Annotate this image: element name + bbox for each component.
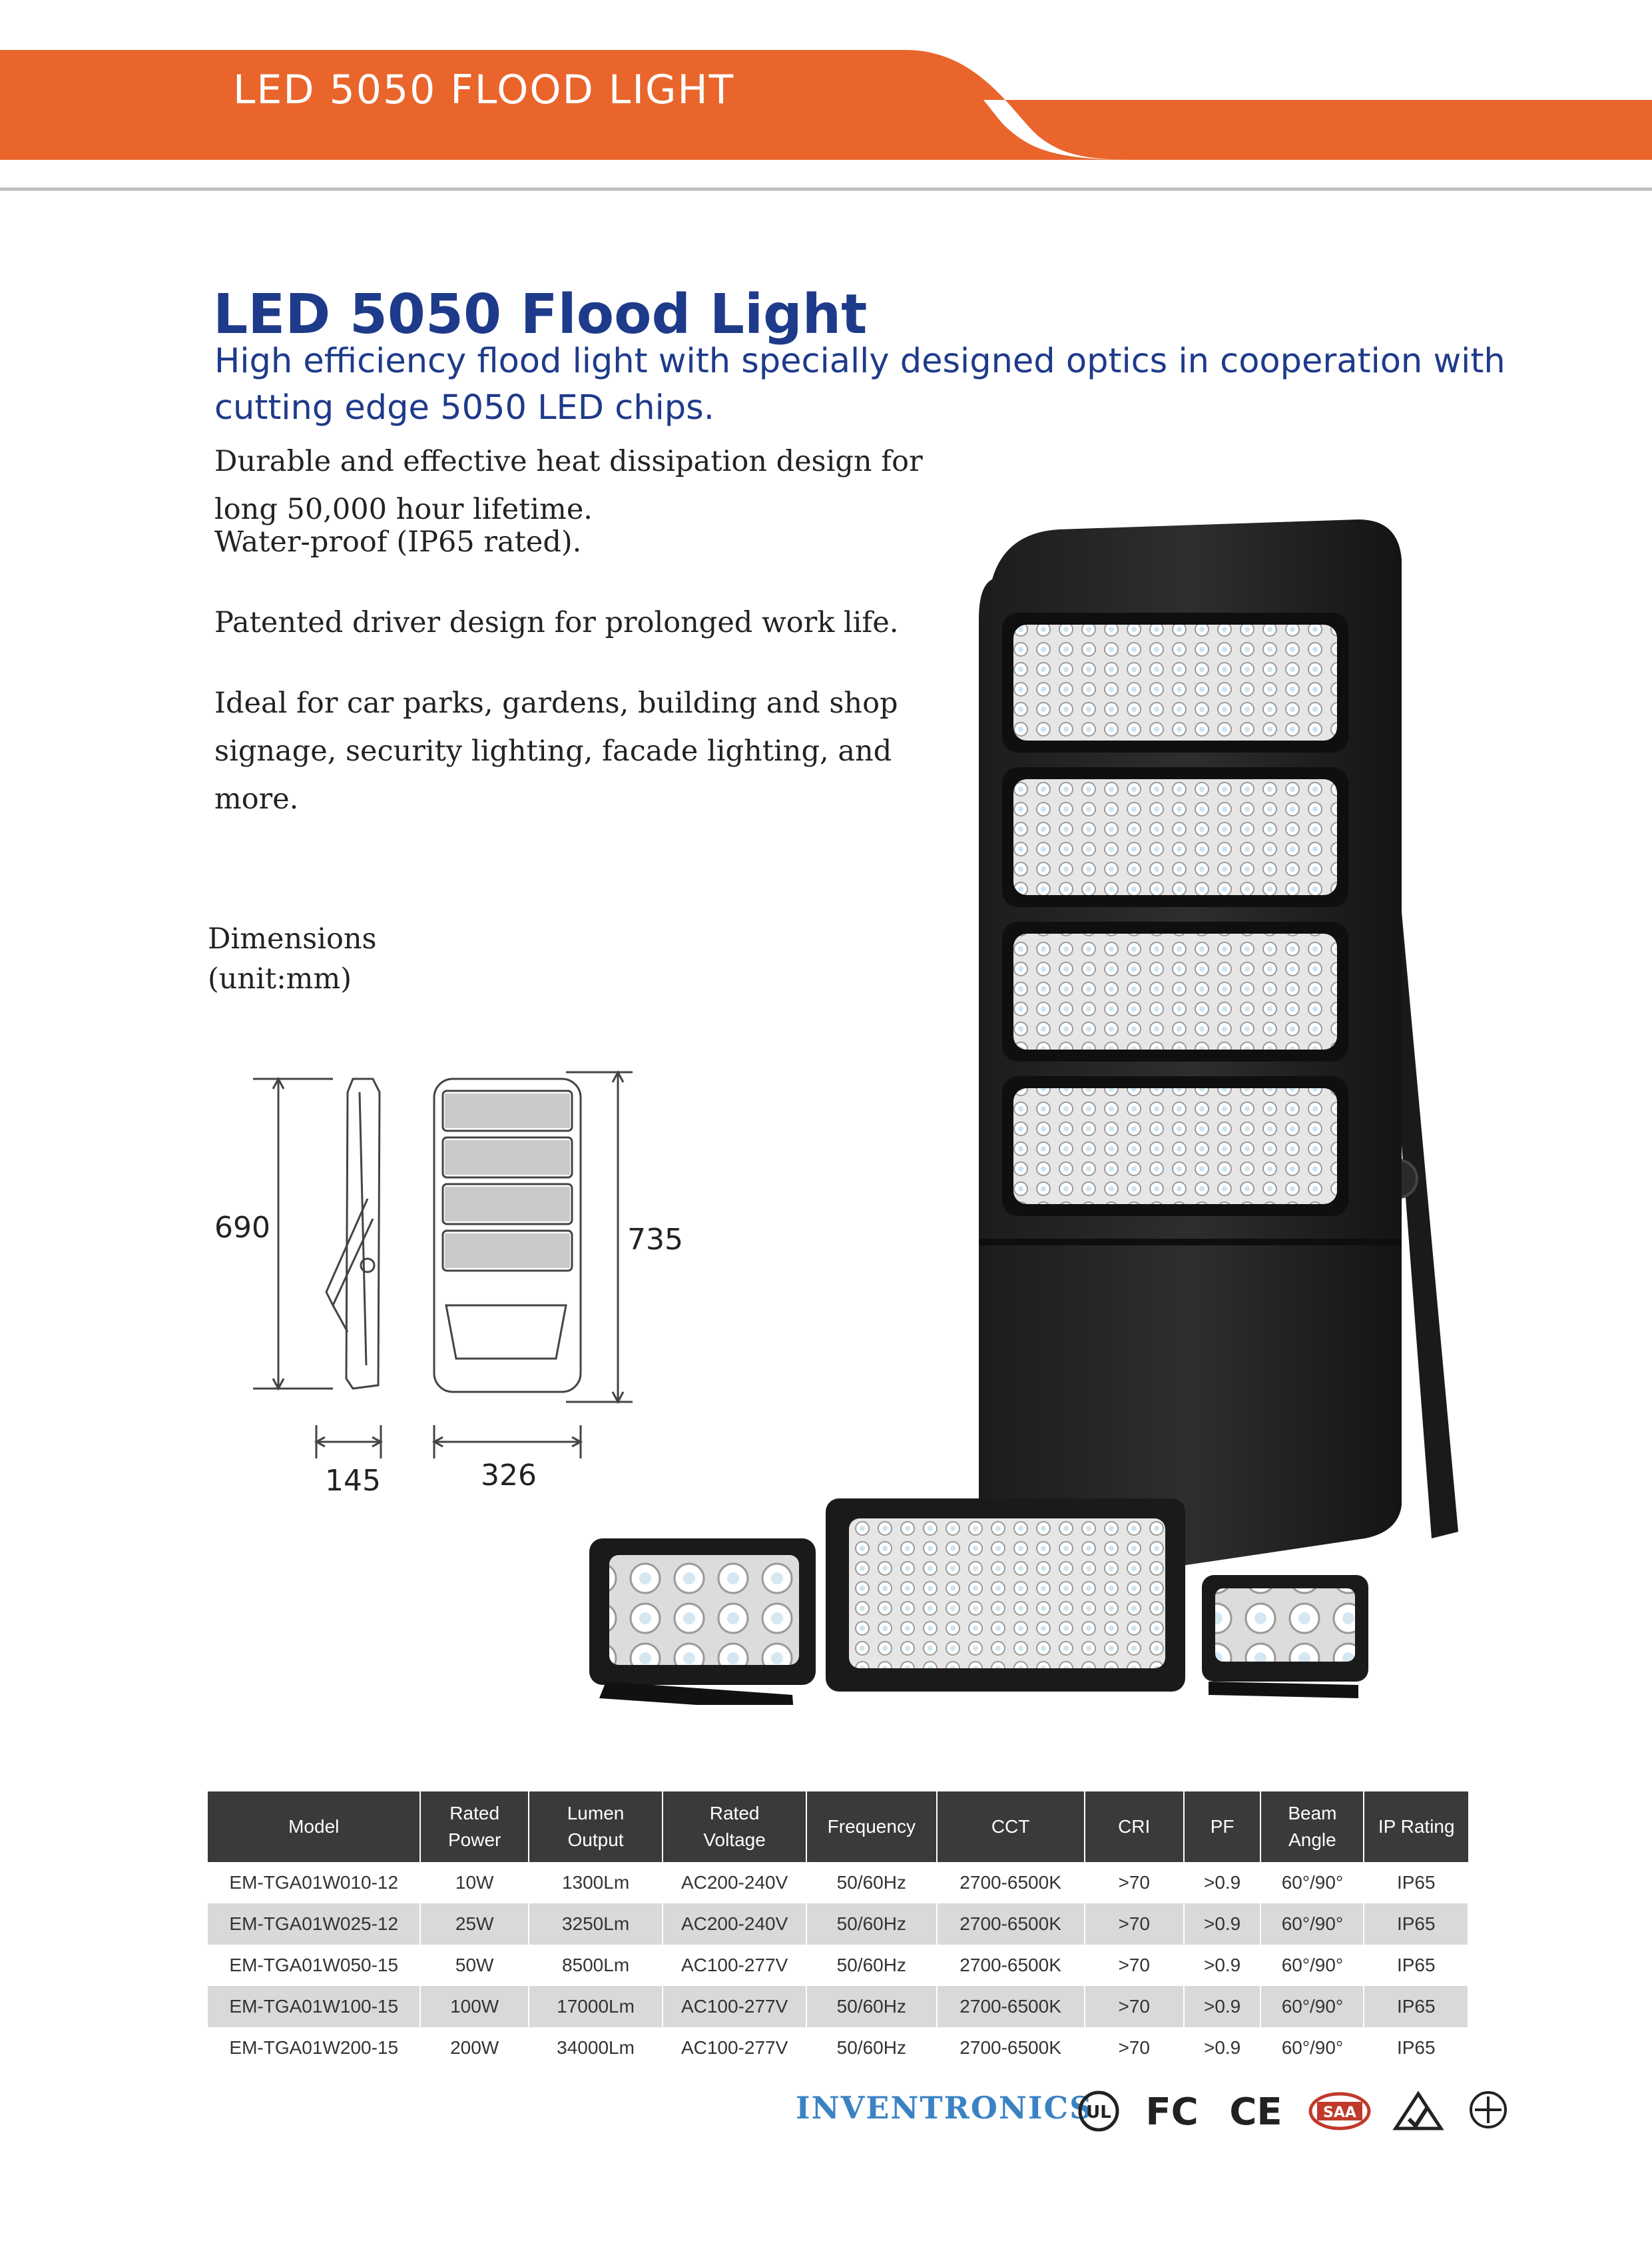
th-pf: PF: [1183, 1791, 1262, 1862]
certification-logos: UL FC CE SAA: [1077, 2084, 1512, 2138]
header-title: LED 5050 FLOOD LIGHT: [233, 67, 735, 113]
cell-model: EM-TGA01W200-15: [208, 2027, 421, 2069]
cell-rated-power: 25W: [420, 1903, 529, 1945]
cell-rated-power: 100W: [420, 1986, 529, 2027]
cell-frequency: 50/60Hz: [806, 1903, 938, 1945]
dimension-width: 326: [481, 1458, 537, 1492]
cell-rated-voltage: AC100-277V: [663, 1986, 807, 2027]
product-title: LED 5050 Flood Light: [213, 283, 868, 346]
cell-model: EM-TGA01W100-15: [208, 1986, 421, 2027]
cell-cct: 2700-6500K: [936, 1862, 1085, 1903]
cell-pf: >0.9: [1183, 1862, 1262, 1903]
feature-driver: Patented driver design for prolonged wor…: [214, 606, 899, 639]
cell-lumen-output: 17000Lm: [528, 1986, 664, 2027]
cell-ip-rating: IP65: [1364, 1945, 1469, 1986]
cell-cri: >70: [1084, 1945, 1185, 1986]
cell-rated-voltage: AC200-240V: [663, 1903, 807, 1945]
feature-heat-dissipation: Durable and effective heat dissipation d…: [214, 445, 923, 526]
cell-cct: 2700-6500K: [936, 1903, 1085, 1945]
rcm-icon: [1392, 2090, 1445, 2132]
th-cri: CRI: [1084, 1791, 1185, 1862]
cell-ip-rating: IP65: [1364, 1903, 1469, 1945]
cell-rated-voltage: AC100-277V: [663, 2027, 807, 2069]
svg-text:SAA: SAA: [1323, 2104, 1356, 2121]
dimension-height-front: 735: [627, 1223, 683, 1257]
cell-beam-angle: 60°/90°: [1260, 1862, 1365, 1903]
cell-model: EM-TGA01W050-15: [208, 1945, 421, 1986]
cell-beam-angle: 60°/90°: [1260, 1903, 1365, 1945]
cell-lumen-output: 8500Lm: [528, 1945, 664, 1986]
svg-text:FC: FC: [1145, 2090, 1198, 2132]
cell-frequency: 50/60Hz: [806, 1986, 938, 2027]
header-banner: [0, 50, 1652, 191]
cell-ip-rating: IP65: [1364, 2027, 1469, 2069]
product-subtitle: High efficiency flood light with special…: [214, 342, 1506, 428]
cell-cri: >70: [1084, 2027, 1185, 2069]
cell-ip-rating: IP65: [1364, 1862, 1469, 1903]
dimensions-heading: Dimensions (unit:mm): [208, 919, 377, 999]
cell-model: EM-TGA01W010-12: [208, 1862, 421, 1903]
fc-icon: FC: [1140, 2090, 1204, 2132]
cell-ip-rating: IP65: [1364, 1986, 1469, 2027]
th-ip-rating: IP Rating: [1364, 1791, 1468, 1862]
th-model: Model: [208, 1791, 421, 1862]
cell-frequency: 50/60Hz: [806, 1945, 938, 1986]
cell-cct: 2700-6500K: [936, 1986, 1085, 2027]
cell-beam-angle: 60°/90°: [1260, 1986, 1365, 2027]
svg-text:CE: CE: [1229, 2090, 1282, 2132]
cell-rated-voltage: AC200-240V: [663, 1862, 807, 1903]
cell-beam-angle: 60°/90°: [1260, 1945, 1365, 1986]
cell-lumen-output: 34000Lm: [528, 2027, 664, 2069]
dimension-drawing: [253, 1070, 633, 1458]
feature-waterproof: Water-proof (IP65 rated).: [214, 525, 582, 559]
cell-rated-power: 50W: [420, 1945, 529, 1986]
dimensions-unit: (unit:mm): [208, 962, 352, 996]
cell-cct: 2700-6500K: [936, 1945, 1085, 1986]
brand-logo: INVENTRONICS: [796, 2090, 1093, 2126]
ce-icon: CE: [1224, 2090, 1288, 2132]
cell-pf: >0.9: [1183, 1945, 1262, 1986]
cell-frequency: 50/60Hz: [806, 2027, 938, 2069]
cell-cri: >70: [1084, 1986, 1185, 2027]
th-frequency: Frequency: [806, 1791, 938, 1862]
dimensions-title: Dimensions: [208, 922, 377, 956]
cell-pf: >0.9: [1183, 1986, 1262, 2027]
cell-model: EM-TGA01W025-12: [208, 1903, 421, 1945]
cell-pf: >0.9: [1183, 2027, 1262, 2069]
cell-rated-voltage: AC100-277V: [663, 1945, 807, 1986]
cell-pf: >0.9: [1183, 1903, 1262, 1945]
cell-cri: >70: [1084, 1903, 1185, 1945]
cell-lumen-output: 3250Lm: [528, 1903, 664, 1945]
cell-rated-power: 200W: [420, 2027, 529, 2069]
cell-frequency: 50/60Hz: [806, 1862, 938, 1903]
svg-text:UL: UL: [1086, 2102, 1111, 2122]
saa-icon: SAA: [1308, 2090, 1372, 2132]
cell-beam-angle: 60°/90°: [1260, 2027, 1365, 2069]
dimension-height-side: 690: [214, 1211, 270, 1245]
cell-rated-power: 10W: [420, 1862, 529, 1903]
dimension-depth: 145: [325, 1464, 381, 1498]
tis-icon: [1465, 2090, 1512, 2132]
feature-applications: Ideal for car parks, gardens, building a…: [214, 687, 898, 816]
cell-cct: 2700-6500K: [936, 2027, 1085, 2069]
ul-icon: UL: [1077, 2090, 1120, 2132]
cell-lumen-output: 1300Lm: [528, 1862, 664, 1903]
cell-cri: >70: [1084, 1862, 1185, 1903]
product-image: [589, 519, 1458, 1705]
th-cct: CCT: [936, 1791, 1085, 1862]
